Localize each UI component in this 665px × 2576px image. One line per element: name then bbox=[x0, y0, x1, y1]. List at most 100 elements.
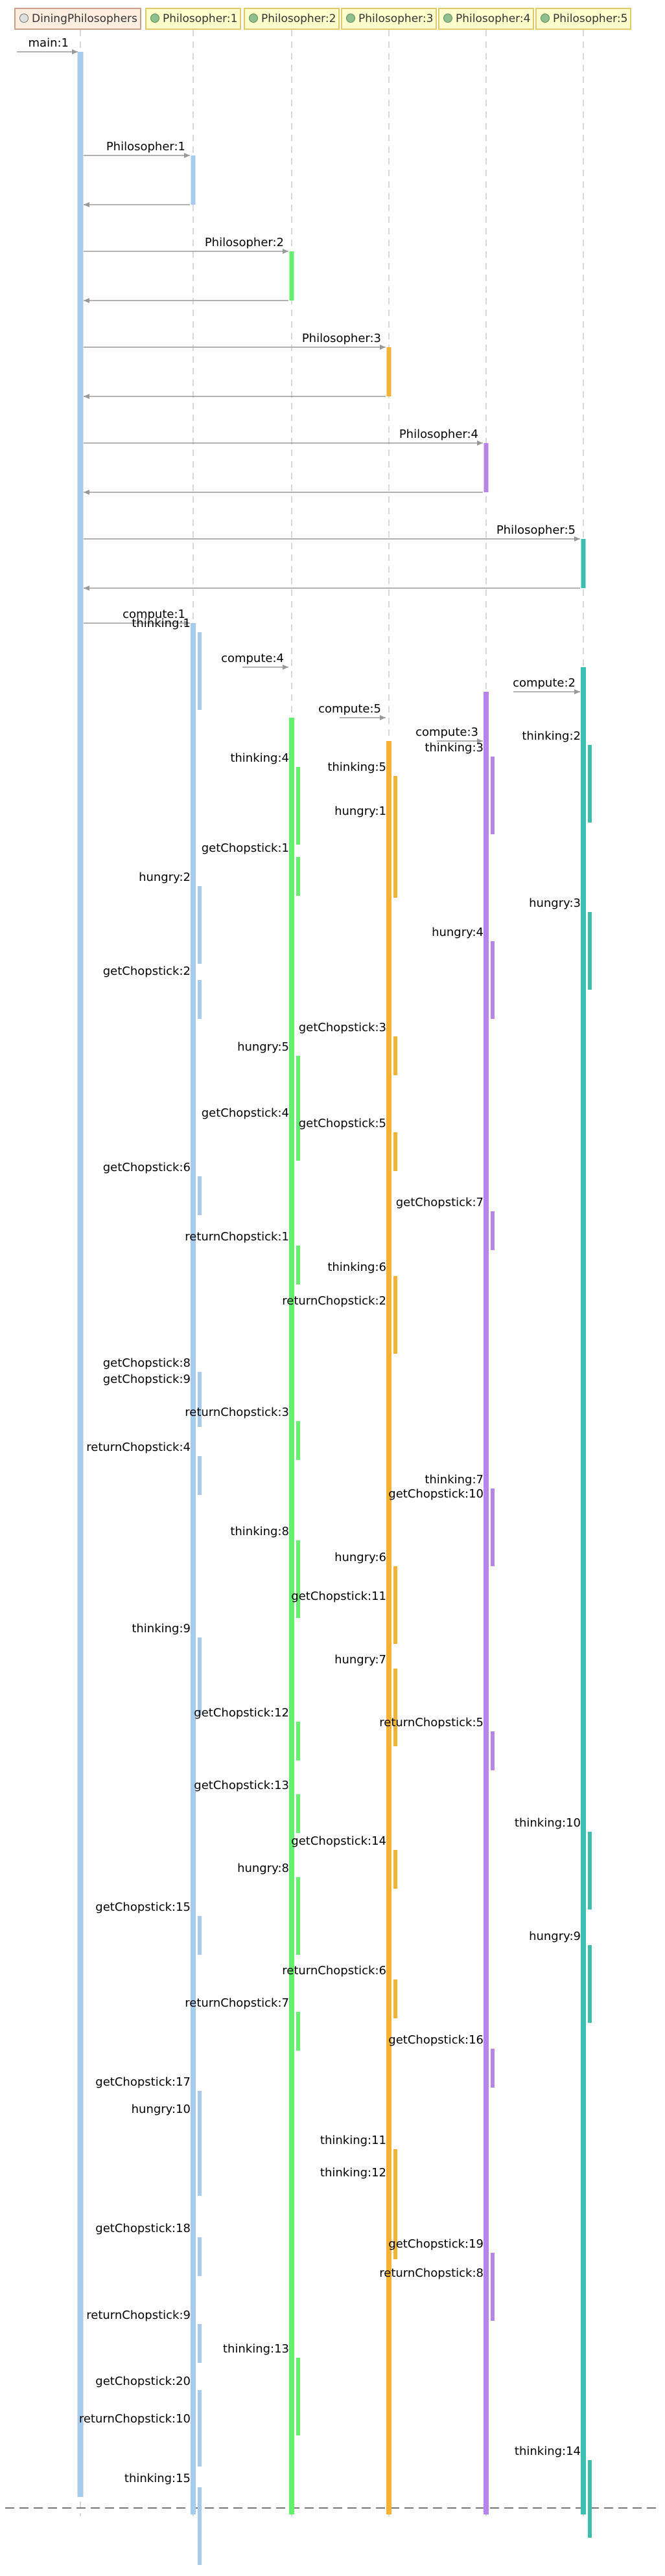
call-label-28: thinking:13 bbox=[223, 2342, 289, 2356]
constructor-call-1-head bbox=[184, 153, 190, 158]
call-label-20: getChopstick:4 bbox=[202, 1106, 289, 1120]
call-label-45: thinking:7 bbox=[425, 1473, 484, 1487]
constructor-activation-1 bbox=[191, 155, 196, 205]
constructor-call-3-head bbox=[380, 345, 386, 350]
call-label-49: getChopstick:19 bbox=[388, 2237, 484, 2251]
call-activation-17 bbox=[296, 767, 300, 845]
call-activation-43 bbox=[491, 941, 495, 1019]
call-activation-46 bbox=[491, 1503, 495, 1542]
call-label-33: thinking:6 bbox=[327, 1260, 386, 1274]
call-activation-51 bbox=[588, 745, 592, 823]
call-label-37: hungry:7 bbox=[334, 1653, 386, 1667]
call-label-26: hungry:8 bbox=[237, 1862, 289, 1875]
call-label-41: thinking:12 bbox=[320, 2166, 386, 2180]
constructor-label-4: Philosopher:4 bbox=[399, 427, 478, 441]
participant-philosopher-1[interactable]: Philosopher:1 bbox=[145, 8, 241, 30]
constructor-label-1: Philosopher:1 bbox=[106, 140, 185, 154]
activation-p3 bbox=[386, 741, 391, 2514]
constructor-return-4-head bbox=[84, 490, 89, 495]
call-activation-36 bbox=[393, 1605, 397, 1644]
entry-arrow-head bbox=[72, 49, 78, 54]
call-label-21: returnChopstick:1 bbox=[185, 1230, 289, 1244]
call-label-50: returnChopstick:8 bbox=[379, 2266, 484, 2280]
call-label-17: thinking:4 bbox=[230, 751, 289, 765]
call-activation-14 bbox=[198, 2390, 202, 2429]
call-activation-38 bbox=[393, 1850, 397, 1889]
call-label-4: getChopstick:6 bbox=[103, 1161, 191, 1174]
call-activation-37 bbox=[393, 1669, 397, 1746]
compute-label-5: compute:2 bbox=[513, 676, 576, 690]
compute-call-3-head bbox=[380, 715, 386, 720]
participant-philosopher-3[interactable]: Philosopher:3 bbox=[341, 8, 437, 30]
call-label-24: getChopstick:12 bbox=[194, 1706, 289, 1720]
call-label-27: returnChopstick:7 bbox=[185, 1996, 289, 2010]
call-activation-20 bbox=[296, 1122, 300, 1161]
constructor-call-2-head bbox=[283, 249, 288, 254]
call-label-47: returnChopstick:5 bbox=[379, 1716, 484, 1729]
constructor-label-5: Philosopher:5 bbox=[496, 523, 576, 537]
call-activation-10 bbox=[198, 2091, 202, 2130]
call-activation-30 bbox=[393, 820, 397, 898]
call-label-5: getChopstick:8 bbox=[103, 1356, 191, 1370]
call-activation-55 bbox=[588, 2460, 592, 2538]
call-label-35: hungry:6 bbox=[334, 1551, 386, 1564]
call-activation-39 bbox=[393, 1979, 397, 2018]
call-label-11: hungry:10 bbox=[132, 2103, 191, 2116]
call-activation-32 bbox=[393, 1132, 397, 1171]
call-activation-6 bbox=[198, 1388, 202, 1427]
call-activation-52 bbox=[588, 912, 592, 990]
call-label-13: returnChopstick:9 bbox=[86, 2308, 191, 2322]
call-activation-1 bbox=[198, 632, 202, 710]
activation-p5 bbox=[581, 667, 586, 2514]
constructor-return-3-head bbox=[84, 394, 89, 399]
call-activation-49 bbox=[491, 2253, 495, 2292]
call-label-38: getChopstick:14 bbox=[291, 1834, 386, 1848]
constructor-label-3: Philosopher:3 bbox=[302, 332, 381, 345]
participant-philosopher-4[interactable]: Philosopher:4 bbox=[438, 8, 534, 30]
constructor-call-5-head bbox=[574, 536, 580, 541]
call-activation-23 bbox=[296, 1540, 300, 1618]
call-label-18: getChopstick:1 bbox=[202, 841, 289, 855]
constructor-label-2: Philosopher:2 bbox=[205, 236, 284, 249]
call-label-46: getChopstick:10 bbox=[388, 1487, 484, 1501]
call-activation-4 bbox=[198, 1176, 202, 1215]
call-label-53: thinking:10 bbox=[515, 1816, 581, 1830]
activation-p1 bbox=[191, 623, 196, 2514]
participant-philosopher-2[interactable]: Philosopher:2 bbox=[244, 8, 340, 30]
call-label-51: thinking:2 bbox=[522, 729, 581, 743]
call-label-23: thinking:8 bbox=[230, 1525, 289, 1538]
call-activation-47 bbox=[491, 1731, 495, 1770]
call-label-34: returnChopstick:2 bbox=[282, 1294, 386, 1308]
call-activation-8 bbox=[198, 1637, 202, 1715]
call-activation-7 bbox=[198, 1456, 202, 1495]
call-label-2: hungry:2 bbox=[139, 871, 191, 884]
call-label-40: thinking:11 bbox=[320, 2134, 386, 2147]
call-label-14: getChopstick:20 bbox=[95, 2375, 191, 2388]
call-activation-42 bbox=[491, 757, 495, 834]
call-activation-13 bbox=[198, 2324, 202, 2363]
main-class-icon bbox=[19, 14, 29, 23]
call-label-52: hungry:3 bbox=[529, 896, 581, 910]
call-activation-29 bbox=[393, 776, 397, 854]
entry-message-label: main:1 bbox=[29, 36, 69, 50]
call-activation-9 bbox=[198, 1916, 202, 1955]
constructor-return-1-head bbox=[84, 202, 89, 207]
participant-philosopher-5[interactable]: Philosopher:5 bbox=[535, 8, 631, 30]
call-activation-24 bbox=[296, 1722, 300, 1761]
call-activation-41 bbox=[393, 2182, 397, 2259]
call-label-55: thinking:14 bbox=[515, 2445, 581, 2458]
object-icon bbox=[150, 14, 159, 23]
constructor-activation-5 bbox=[581, 539, 586, 588]
call-activation-11 bbox=[198, 2118, 202, 2196]
main-activation bbox=[77, 52, 84, 2497]
object-icon bbox=[541, 14, 550, 23]
participant-dining-philosophers[interactable]: DiningPhilosophers bbox=[14, 8, 141, 30]
call-label-36: getChopstick:11 bbox=[291, 1590, 386, 1603]
activation-p4 bbox=[484, 692, 489, 2514]
call-label-39: returnChopstick:6 bbox=[282, 1964, 386, 1978]
call-label-6: getChopstick:9 bbox=[103, 1373, 191, 1386]
call-label-31: getChopstick:3 bbox=[299, 1021, 386, 1034]
call-activation-50 bbox=[491, 2282, 495, 2321]
compute-label-4: compute:3 bbox=[415, 725, 478, 739]
